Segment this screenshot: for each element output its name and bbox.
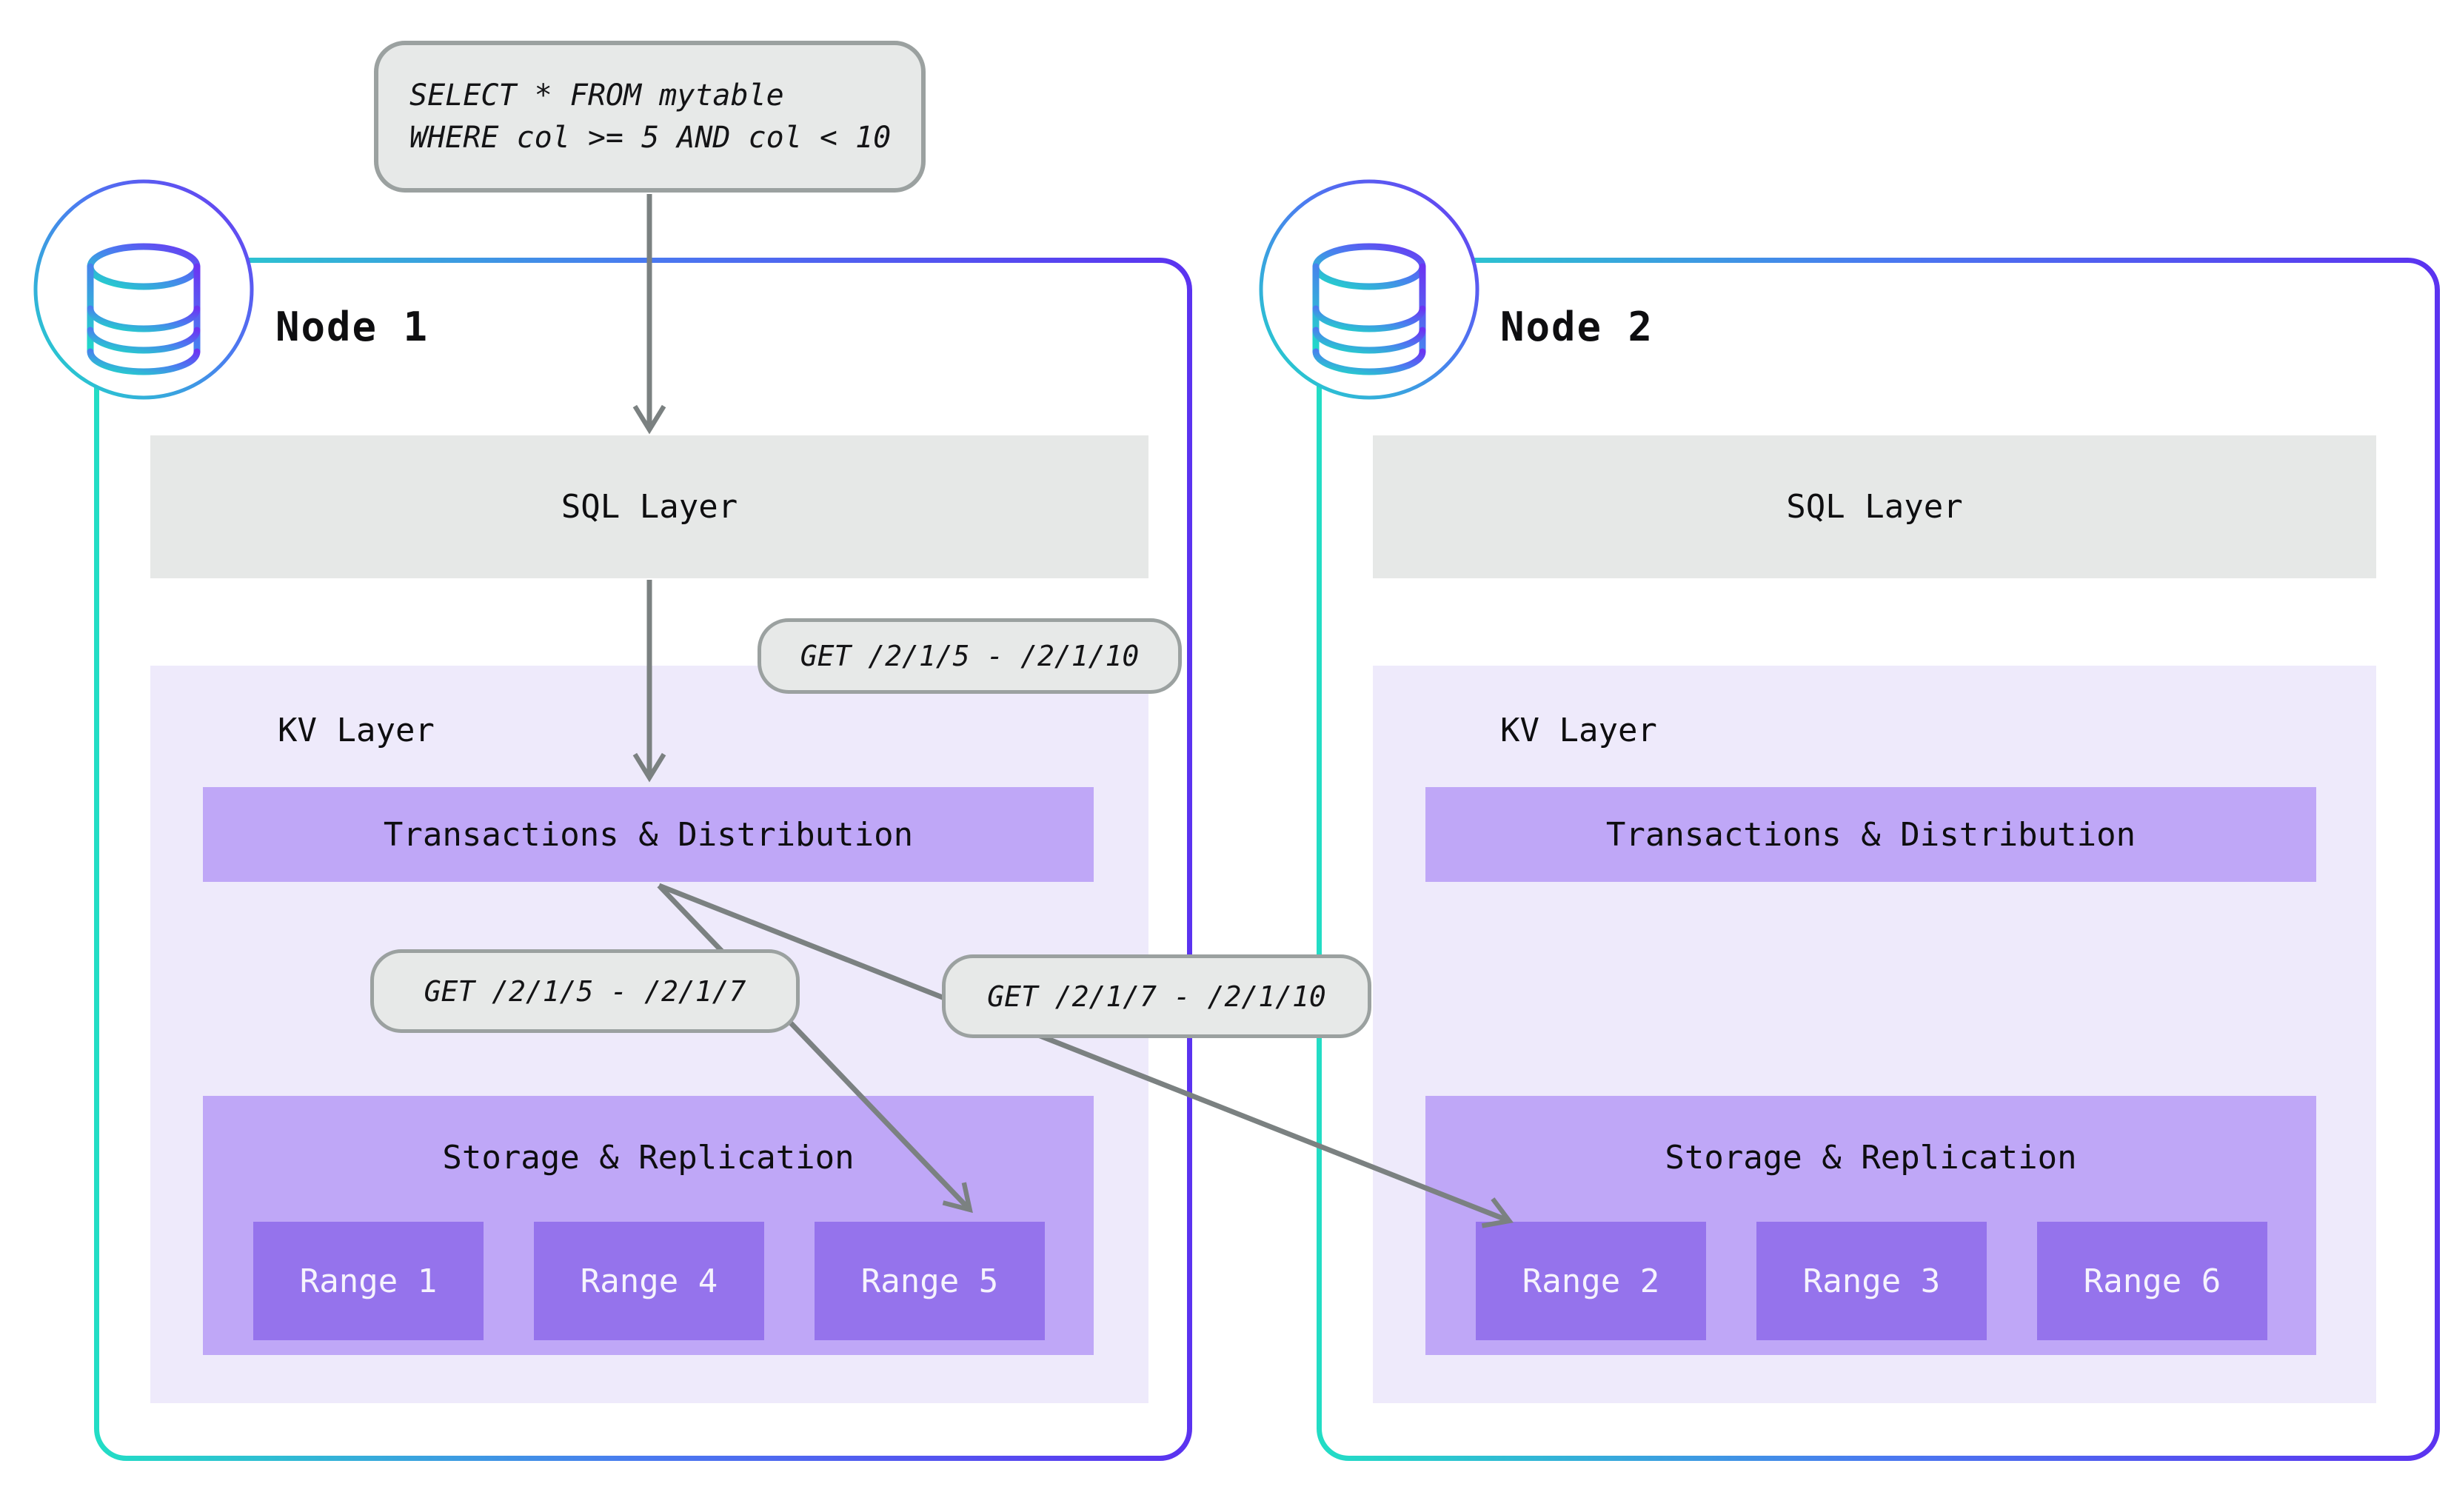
node2-sql-layer-label: SQL Layer [1786,488,1963,526]
node2-range-6: Range 6 [2037,1222,2267,1340]
node2-storage-label: Storage & Replication [1665,1139,2077,1177]
node2-sql-layer: SQL Layer [1373,435,2376,578]
node2-transactions-label: Transactions & Distribution [1605,815,2136,854]
node1-sql-layer: SQL Layer [150,435,1148,578]
database-icon [33,179,254,400]
node2-range-2: Range 2 [1476,1222,1706,1340]
node1-kv-layer-label: KV Layer [278,712,435,749]
arrow-transactions-to-range2 [658,883,1514,1228]
node1-range-4: Range 4 [534,1222,764,1340]
node2-transactions-distribution: Transactions & Distribution [1425,787,2316,882]
get-request-split-right: GET /2/1/7 - /2/1/10 [942,954,1371,1038]
arrow-transactions-to-range5 [657,883,973,1214]
database-icon [1259,179,1479,400]
flow-arrows [632,194,1514,1228]
node2-storage-replication: Storage & Replication Range 2 Range 3 Ra… [1425,1096,2316,1355]
node1-range-5: Range 5 [815,1222,1045,1340]
node2-kv-layer-label: KV Layer [1500,712,1657,749]
node1-storage-label: Storage & Replication [442,1139,855,1177]
sql-query-line-2: WHERE col >= 5 AND col < 10 [409,120,892,155]
node1-range-1: Range 1 [253,1222,484,1340]
node2-title: Node 2 [1500,304,1654,350]
node1-transactions-label: Transactions & Distribution [383,815,914,854]
node1-transactions-distribution: Transactions & Distribution [203,787,1094,882]
get-request-split-left: GET /2/1/5 - /2/1/7 [370,949,800,1033]
node1-title: Node 1 [275,304,429,350]
node1-sql-layer-label: SQL Layer [561,488,738,526]
node2-kv-layer: KV Layer Transactions & Distribution Sto… [1373,666,2376,1403]
node2-border [1317,258,2440,1461]
get-request-full-range: GET /2/1/5 - /2/1/10 [758,618,1182,694]
node1-storage-replication: Storage & Replication Range 1 Range 4 Ra… [203,1096,1094,1355]
sql-query-line-1: SELECT * FROM mytable [409,78,784,113]
node2-range-3: Range 3 [1756,1222,1987,1340]
node1-border [94,258,1192,1461]
sql-query-box: SELECT * FROM mytable WHERE col >= 5 AND… [374,41,926,193]
